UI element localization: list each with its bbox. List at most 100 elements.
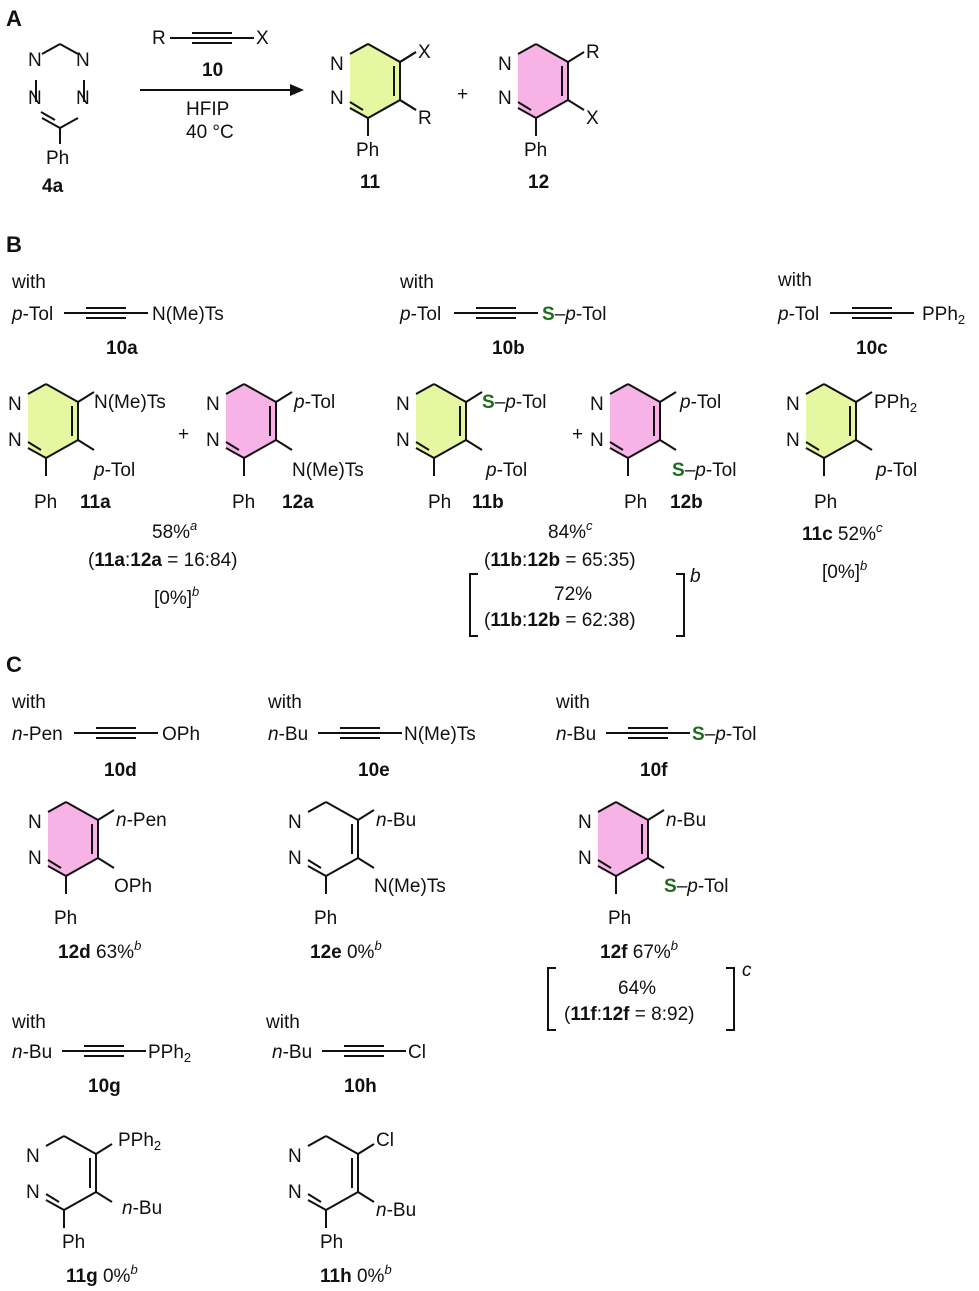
svg-text:Ph: Ph <box>54 908 77 929</box>
plus-sign-b1: + <box>178 424 189 445</box>
svg-text:N: N <box>206 430 220 451</box>
compound-label-11: 11 <box>360 172 381 193</box>
svg-text:n-Bu: n-Bu <box>272 1042 312 1063</box>
product-12f: NN n-Bu S–p-Tol Ph <box>578 801 728 929</box>
svg-text:PPh2: PPh2 <box>118 1130 161 1153</box>
svg-text:PPh2: PPh2 <box>922 304 965 327</box>
svg-text:Ph: Ph <box>314 908 337 929</box>
svg-text:with: with <box>11 692 46 713</box>
svg-text:10g: 10g <box>88 1076 121 1097</box>
svg-text:Cl: Cl <box>376 1130 394 1151</box>
svg-text:N: N <box>76 50 90 71</box>
yield-11g: 11g 0%b <box>66 1262 138 1287</box>
svg-text:10f: 10f <box>640 760 668 781</box>
product-11a: NN N(Me)Ts p-Tol Ph <box>8 383 166 513</box>
svg-text:N: N <box>330 88 344 109</box>
svg-text:S–p-Tol: S–p-Tol <box>542 304 606 325</box>
svg-text:S–p-Tol: S–p-Tol <box>664 876 728 897</box>
ratio-11a-12a: (11a:12a = 16:84) <box>88 550 238 571</box>
svg-text:with: with <box>267 692 302 713</box>
compound-label-10: 10 <box>202 60 223 81</box>
tetrazine-4a: N N N N Ph <box>28 43 90 169</box>
svg-text:N: N <box>26 1146 40 1167</box>
bracket-yield-a: [0%]b <box>154 584 199 609</box>
panel-label-a: A <box>6 6 22 31</box>
product-12a: NN p-Tol N(Me)Ts Ph <box>206 383 364 513</box>
yield-11h: 11h 0%b <box>320 1262 392 1287</box>
product-11g: NN PPh2 n-Bu Ph <box>26 1130 162 1253</box>
svg-text:N: N <box>590 394 604 415</box>
svg-text:p-Tol: p-Tol <box>11 304 53 325</box>
svg-text:p-Tol: p-Tol <box>875 460 917 481</box>
svg-text:Ph: Ph <box>46 148 69 169</box>
condition-temperature: 40 °C <box>186 122 234 143</box>
product-12e: NN n-Bu N(Me)Ts Ph <box>288 801 446 929</box>
product-12d: NN n-Pen OPh Ph <box>28 801 167 929</box>
reagent-10e: with n-Bu N(Me)Ts 10e <box>267 692 476 781</box>
svg-text:10d: 10d <box>104 760 137 781</box>
svg-text:N: N <box>396 430 410 451</box>
svg-text:c: c <box>742 960 752 981</box>
svg-text:N: N <box>786 430 800 451</box>
compound-label-4a: 4a <box>42 176 64 197</box>
svg-text:Ph: Ph <box>34 492 57 513</box>
product-12b: NN p-Tol S–p-Tol Ph <box>590 383 736 513</box>
product-11b: NN S–p-Tol p-Tol Ph <box>396 383 546 513</box>
reagent-10f: with n-Bu S–p-Tol 10f <box>555 692 756 781</box>
svg-text:OPh: OPh <box>162 724 200 745</box>
ratio-11b-12b: (11b:12b = 65:35) <box>484 550 636 571</box>
bracket-yield-c: [0%]b <box>822 558 867 583</box>
svg-text:N: N <box>206 394 220 415</box>
svg-text:10e: 10e <box>358 760 390 781</box>
svg-text:p-Tol: p-Tol <box>93 460 135 481</box>
svg-text:N(Me)Ts: N(Me)Ts <box>292 460 364 481</box>
svg-text:S–p-Tol: S–p-Tol <box>672 460 736 481</box>
svg-text:p-Tol: p-Tol <box>485 460 527 481</box>
svg-text:N: N <box>578 812 592 833</box>
svg-text:n-Bu: n-Bu <box>556 724 596 745</box>
bracket-yield-b: 72% <box>554 584 592 605</box>
svg-text:Cl: Cl <box>408 1042 426 1063</box>
svg-text:Ph: Ph <box>428 492 451 513</box>
svg-text:N(Me)Ts: N(Me)Ts <box>152 304 224 325</box>
reagent-10h: with n-Bu Cl 10h <box>265 1012 426 1097</box>
svg-text:p-Tol: p-Tol <box>777 304 819 325</box>
svg-text:R: R <box>418 108 432 129</box>
svg-text:R: R <box>152 28 166 49</box>
svg-text:Ph: Ph <box>814 492 837 513</box>
pyridazine-12-ring: N N R X Ph <box>498 42 600 161</box>
svg-text:n-Pen: n-Pen <box>116 810 167 831</box>
svg-text:with: with <box>399 272 434 293</box>
compound-label-12a: 12a <box>282 492 314 513</box>
svg-text:with: with <box>11 272 46 293</box>
reagent-10d: with n-Pen OPh 10d <box>11 692 200 781</box>
svg-text:Ph: Ph <box>62 1232 85 1253</box>
svg-text:PPh2: PPh2 <box>874 392 917 415</box>
reagent-10g: with n-Bu PPh2 10g <box>11 1012 191 1097</box>
bracket-ratio-b: (11b:12b = 62:38) <box>484 610 636 631</box>
svg-text:X: X <box>418 42 431 63</box>
plus-sign: + <box>457 84 468 105</box>
svg-text:Ph: Ph <box>608 908 631 929</box>
svg-text:N(Me)Ts: N(Me)Ts <box>94 392 166 413</box>
condition-solvent: HFIP <box>186 99 229 120</box>
compound-label-11a: 11a <box>80 492 111 513</box>
panel-label-b: B <box>6 232 22 257</box>
svg-text:N: N <box>786 394 800 415</box>
svg-text:N: N <box>498 54 512 75</box>
svg-text:10h: 10h <box>344 1076 377 1097</box>
svg-text:OPh: OPh <box>114 876 152 897</box>
svg-text:N: N <box>590 430 604 451</box>
svg-text:n-Bu: n-Bu <box>376 810 416 831</box>
compound-label-11b: 11b <box>472 492 504 513</box>
svg-text:N: N <box>76 88 90 109</box>
svg-text:N(Me)Ts: N(Me)Ts <box>404 724 476 745</box>
svg-text:n-Bu: n-Bu <box>376 1200 416 1221</box>
svg-text:X: X <box>256 28 269 49</box>
bracket-ratio-f: (11f:12f = 8:92) <box>564 1004 694 1025</box>
pyridazine-11-ring: N N X R Ph <box>330 42 432 161</box>
svg-text:Ph: Ph <box>624 492 647 513</box>
alkyne-10: R X 10 <box>152 28 269 81</box>
svg-text:p-Tol: p-Tol <box>293 392 335 413</box>
